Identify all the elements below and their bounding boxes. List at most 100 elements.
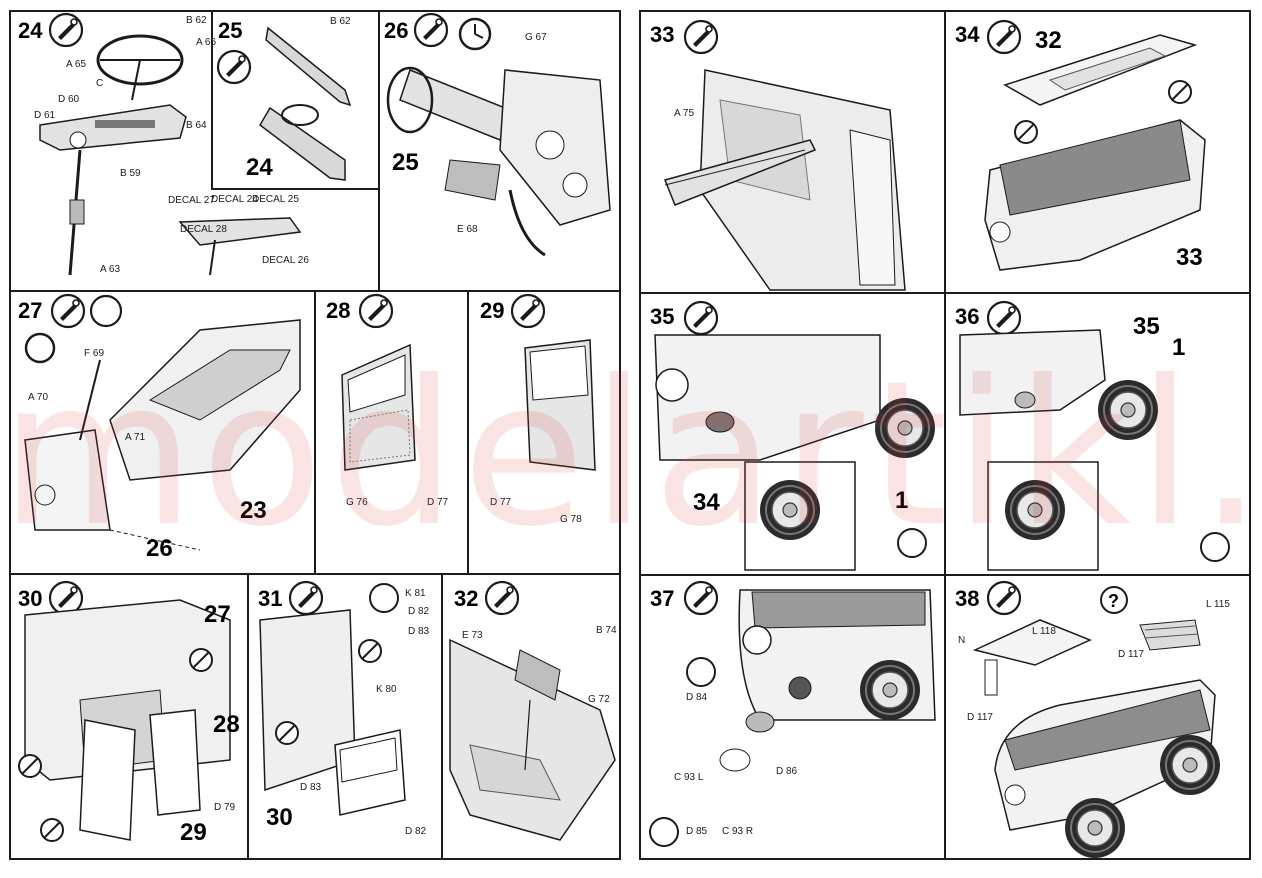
callout-label: L 118 [1032,626,1056,637]
callout-label: D 85 [686,826,708,837]
callout-label: C [96,78,103,89]
step-34: 34 32 33 [955,19,1206,271]
callout-label: DECAL 26 [262,255,309,266]
callout-label: K 80 [376,684,397,695]
part-ref: 23 [240,497,267,524]
step-24: 24 [18,12,302,276]
callout-label: C 93 R [722,826,753,837]
callout-label: B 74 [596,625,617,636]
bus-front-drawing [24,429,111,531]
part-ref: 35 [1133,313,1160,340]
callout-label: K 81 [405,588,426,599]
part-ref: 25 [392,149,419,176]
step-25: 25 24 [216,18,352,181]
clock-icon [24,332,56,364]
part-ref: ? [1108,591,1119,611]
step-number: 24 [18,18,43,43]
callout-label: A 65 [66,59,86,70]
dash-panel-drawing [265,26,352,107]
rotate-icon [897,528,927,558]
part-ref: 34 [693,489,720,516]
step-number: 32 [454,586,478,611]
callout-label: D 83 [408,626,430,637]
callout-label: A 63 [100,264,120,275]
part-ref: 29 [180,819,207,846]
part-ref: 33 [1176,244,1203,271]
step-number: 30 [18,586,42,611]
callout-label: L 115 [1206,599,1230,610]
step-33: 33 [650,19,906,291]
part-ref: 30 [266,804,293,831]
callout-label: B 64 [186,120,207,131]
step-number: 36 [955,304,979,329]
callout-label: G 76 [346,497,368,508]
callout-label: DECAL 27 [168,195,215,206]
step-32: 32 [449,580,616,841]
step-number: 27 [18,298,42,323]
callout-label: D 60 [58,94,80,105]
step-38: 38 ? [955,580,1221,859]
door-drawing [79,719,136,841]
clamp-icon [89,294,123,328]
step-37: 37 [649,580,936,847]
rotate-icon [649,817,679,847]
callout-label: B 59 [120,168,141,179]
callout-label: G 72 [588,694,610,705]
step-number: 37 [650,586,674,611]
callout-label: A 71 [125,432,145,443]
step-number: 35 [650,304,674,329]
callout-label: D 82 [408,606,430,617]
step-number: 31 [258,586,282,611]
step-29: 29 [480,293,596,471]
step-number: 34 [955,22,980,47]
part-ref: 1 [895,487,908,514]
bus-body-drawing [959,329,1106,416]
callout-label: D 77 [427,497,449,508]
callout-label: D 117 [967,712,993,723]
steering-wheel-drawing [96,34,184,101]
callout-label: DECAL 24 [211,194,258,205]
callout-label: N [958,635,965,646]
roof-sheet-drawing [972,619,1092,666]
step-number: 28 [326,298,350,323]
callout-label: A 70 [28,392,48,403]
step-number: 38 [955,586,979,611]
step-27: 27 23 26 [18,293,301,562]
step-30: 30 27 28 29 [18,580,240,846]
part-ref: 27 [204,601,231,628]
rotate-icon [369,583,399,613]
part-ref: 1 [1172,334,1185,361]
step-number: 25 [218,18,242,43]
callout-label: D 117 [1118,649,1144,660]
rotate-icon [1200,532,1230,562]
callout-label: A 75 [674,108,694,119]
callout-label: F 69 [84,348,104,359]
step-number: 29 [480,298,504,323]
callout-label: E 73 [462,630,483,641]
callout-label: G 67 [525,32,547,43]
callout-label: E 68 [457,224,478,235]
callout-label: D 84 [686,692,708,703]
callout-label: G 78 [560,514,582,525]
part-ref: 28 [213,711,240,738]
part-ref: 24 [246,154,273,181]
callout-label: D 83 [300,782,322,793]
callout-label: D 61 [34,110,56,121]
roof-rack-drawing [1139,619,1201,651]
door-drawing [149,709,201,816]
callout-label: D 86 [776,766,798,777]
callout-label: D 82 [405,826,427,837]
part-ref: 26 [146,535,173,562]
part-ref: 32 [1035,27,1062,54]
step-number: 33 [650,22,674,47]
callout-label: D 77 [490,497,512,508]
callout-label: DECAL 28 [180,224,227,235]
step-31: 31 30 [258,580,406,831]
callout-label: D 79 [214,802,236,813]
callout-label: A 66 [196,37,216,48]
callout-label: B 62 [330,16,351,27]
step-28: 28 [326,293,416,471]
emblem-drawing [686,657,716,687]
